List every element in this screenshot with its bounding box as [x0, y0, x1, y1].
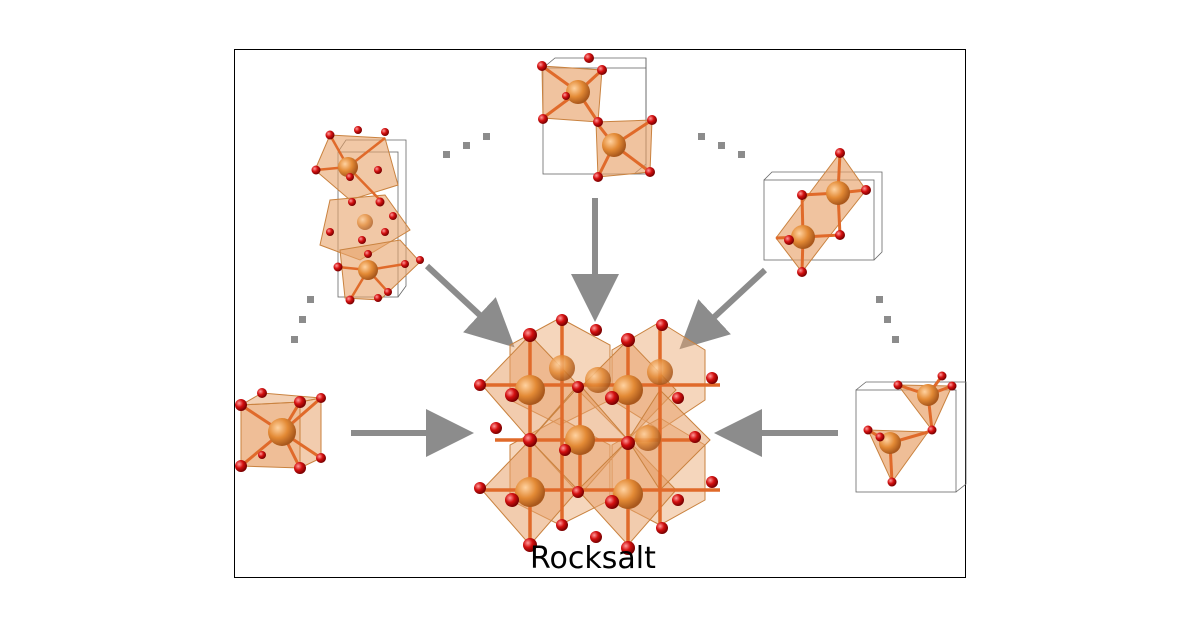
cubic-coordination-structure-icon	[235, 388, 326, 474]
ellipsis-right	[876, 296, 899, 343]
ellipsis-dots	[291, 133, 899, 343]
stacked-octahedra-structure-icon	[311, 126, 424, 305]
arrow-from-upper-left	[424, 263, 515, 348]
tetrahedral-structure-icon	[855, 371, 967, 493]
ellipsis-left	[291, 296, 314, 343]
edge-sharing-octahedra-structure-icon	[537, 53, 657, 182]
octahedral-chain-structure-icon	[763, 148, 883, 277]
arrows	[351, 198, 838, 457]
ellipsis-top-left	[443, 133, 490, 158]
structure-caption: Rocksalt	[530, 541, 656, 576]
ellipsis-top-right	[698, 133, 745, 158]
arrow-from-upper-right	[679, 267, 768, 350]
rocksalt-structure-icon	[474, 314, 720, 555]
